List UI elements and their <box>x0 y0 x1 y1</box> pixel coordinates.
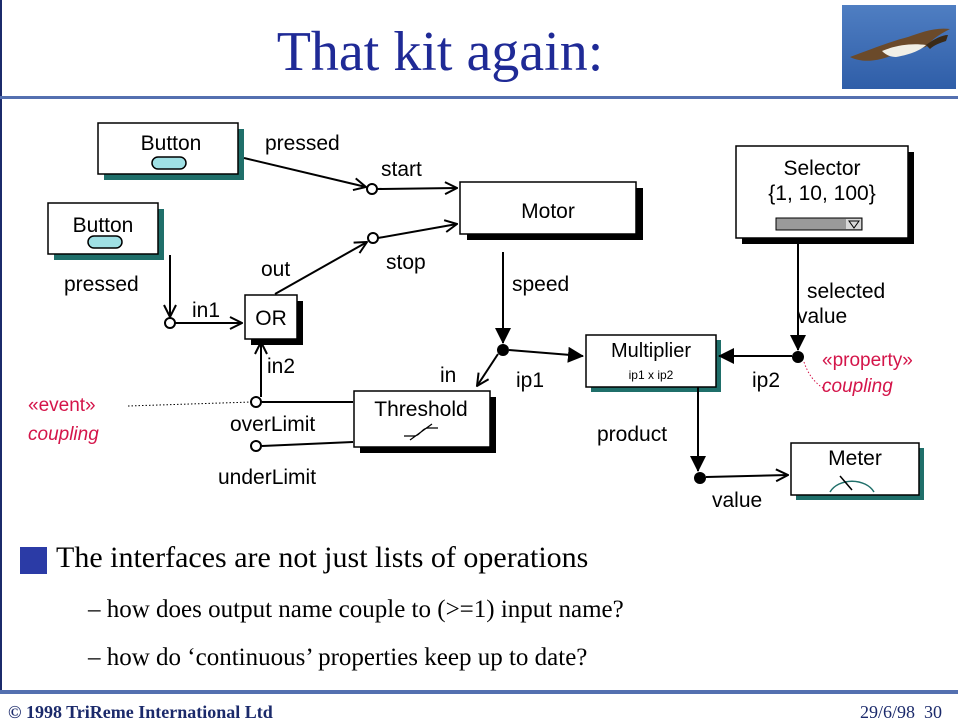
event-coupling-leader <box>127 401 253 407</box>
bullet-main: The interfaces are not just lists of ope… <box>56 541 589 574</box>
left-frame-rule <box>0 0 2 690</box>
footer-page-number: 30 <box>924 702 942 722</box>
in2-label: in2 <box>267 355 295 378</box>
multiplier-label: Multiplier <box>611 340 691 362</box>
selector-component: Selector {1, 10, 100} <box>735 145 914 244</box>
event-coupling-label: coupling <box>28 424 99 445</box>
product-label: product <box>597 423 667 446</box>
in1-label: in1 <box>192 299 220 322</box>
meter-label: Meter <box>828 447 882 470</box>
connectors <box>170 157 806 477</box>
product-junction <box>694 472 706 484</box>
threshold-label: Threshold <box>374 398 467 421</box>
selected-label: selected <box>807 280 885 303</box>
or-label: OR <box>255 307 287 330</box>
overlimit-port <box>250 396 262 408</box>
button-component-left: Button <box>47 202 164 260</box>
speed-junction <box>497 344 509 356</box>
footer-date: 29/6/98 <box>860 702 916 722</box>
meter-value-label: value <box>712 489 762 512</box>
bullet-sub-1: – how does output name couple to (>=1) i… <box>88 596 624 623</box>
motor-label: Motor <box>521 200 575 223</box>
selector-dropdown <box>775 217 863 231</box>
or-component: OR <box>244 294 303 345</box>
selector-label: Selector <box>783 157 860 180</box>
underlimit-label: underLimit <box>218 466 316 489</box>
property-coupling-leader <box>803 361 824 389</box>
slide-title: That kit again: <box>276 21 604 83</box>
selected-value-junction <box>792 351 804 363</box>
footer-copyright: © 1998 TriReme International Ltd <box>8 702 273 722</box>
button-top-knob-icon <box>151 156 187 170</box>
button-left-label: Button <box>73 214 134 237</box>
in-label: in <box>440 364 456 387</box>
pressed-label-top: pressed <box>265 132 340 155</box>
dropdown-triangle-icon <box>848 220 860 229</box>
header-rule <box>0 96 958 99</box>
threshold-curve-icon <box>404 423 438 441</box>
button-left-knob-icon <box>87 235 123 249</box>
speed-label: speed <box>512 273 569 296</box>
property-coupling-label: coupling <box>822 376 893 397</box>
start-label: start <box>381 158 422 181</box>
start-port <box>366 183 378 195</box>
event-stereotype-label: «event» <box>28 395 96 416</box>
selector-values: {1, 10, 100} <box>768 182 875 205</box>
property-stereotype-label: «property» <box>822 350 913 371</box>
multiplier-formula: ip1 x ip2 <box>629 368 674 382</box>
ip2-label: ip2 <box>752 369 780 392</box>
bullet-square-icon <box>20 547 47 574</box>
stop-port <box>367 232 379 244</box>
component-diagram: Button Button Motor OR Threshold <box>28 122 924 512</box>
bullet-sub-2: – how do ‘continuous’ properties keep up… <box>88 644 588 671</box>
meter-gauge-icon <box>829 475 875 493</box>
out-label: out <box>261 258 290 281</box>
value-label: value <box>797 305 847 328</box>
button-component-top: Button <box>97 122 244 180</box>
ip1-label: ip1 <box>516 369 544 392</box>
in1-port <box>164 317 176 329</box>
button-top-label: Button <box>141 132 202 155</box>
underlimit-port <box>250 440 262 452</box>
overlimit-label: overLimit <box>230 413 315 436</box>
multiplier-component: Multiplier ip1 x ip2 <box>585 334 721 392</box>
motor-component: Motor <box>459 181 643 240</box>
footer-rule <box>0 690 958 694</box>
flying-bird-icon <box>842 5 956 89</box>
threshold-component: Threshold <box>353 390 496 453</box>
meter-component: Meter <box>790 442 924 500</box>
stop-label: stop <box>386 251 426 274</box>
pressed-label-left: pressed <box>64 273 139 296</box>
